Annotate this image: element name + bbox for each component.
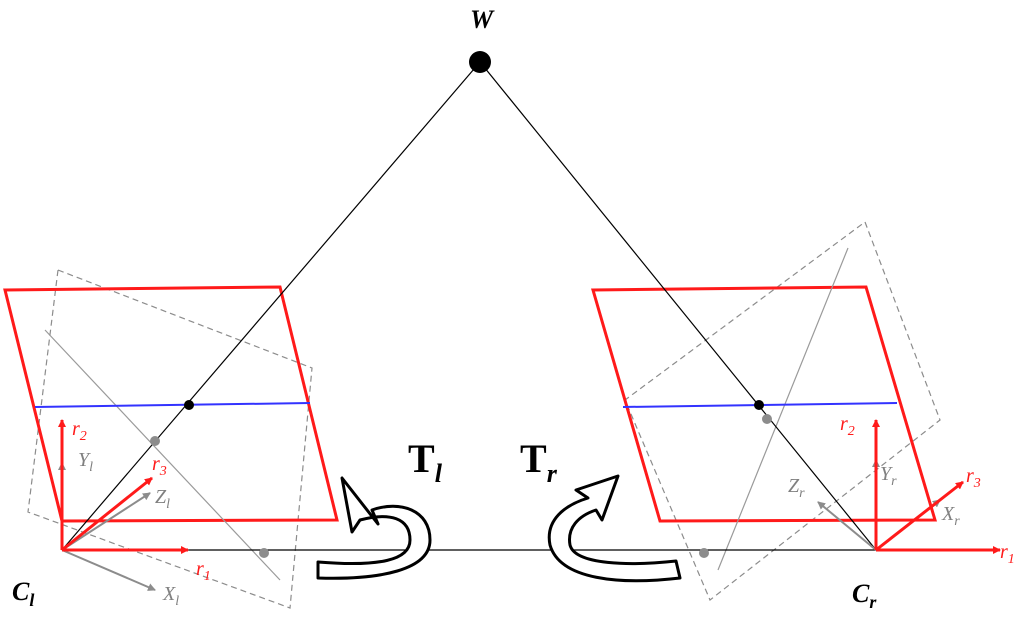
right-r3-label: r3: [966, 465, 981, 491]
right-axis-r3: [875, 480, 964, 552]
right-original-projection: [762, 414, 772, 424]
right-r1-label: r1: [1000, 541, 1015, 567]
right-rectified-image-plane: [591, 285, 938, 523]
left-epipolar-line: [34, 402, 311, 408]
right-rectified-projection: [754, 400, 764, 410]
left-Z-label: Zl: [155, 486, 170, 512]
right-ray: [479, 61, 877, 551]
right-original-epipole: [699, 548, 709, 558]
left-axis-r3: [61, 476, 153, 552]
left-axis-Z: [61, 492, 151, 551]
left-original-epipole: [259, 548, 269, 558]
left-ray: [61, 61, 481, 551]
world-point: [469, 51, 491, 73]
world-point-label: W: [470, 5, 495, 34]
right-transform-label: Tr: [520, 436, 558, 488]
left-r2-label: r2: [72, 418, 87, 444]
right-original-image-plane: [624, 221, 941, 601]
left-rectified-projection: [184, 400, 194, 410]
left-original-projection: [150, 436, 160, 446]
left-transform-label: Tl: [408, 436, 443, 488]
right-Y-label: Yr: [880, 463, 897, 489]
left-camera-label: Cl: [12, 577, 34, 610]
right-original-plane-diagonal: [717, 247, 849, 571]
left-rotation-arrow-icon: [316, 476, 432, 580]
left-X-label: Xl: [162, 583, 179, 609]
left-original-plane-diagonal: [44, 329, 281, 581]
right-camera-label: Cr: [852, 579, 877, 612]
right-rotation-arrow-icon: [547, 474, 682, 583]
left-r3-label: r3: [152, 453, 167, 479]
right-Z-label: Zr: [788, 475, 805, 501]
left-Y-label: Yl: [78, 449, 93, 475]
left-rectified-image-plane: [3, 285, 339, 523]
right-axis-Z: [817, 501, 877, 551]
left-original-image-plane: [27, 269, 313, 609]
right-r2-label: r2: [840, 413, 855, 439]
right-X-label: Xr: [941, 503, 960, 529]
left-axis-X: [61, 549, 156, 591]
left-r1-label: r1: [196, 558, 211, 584]
